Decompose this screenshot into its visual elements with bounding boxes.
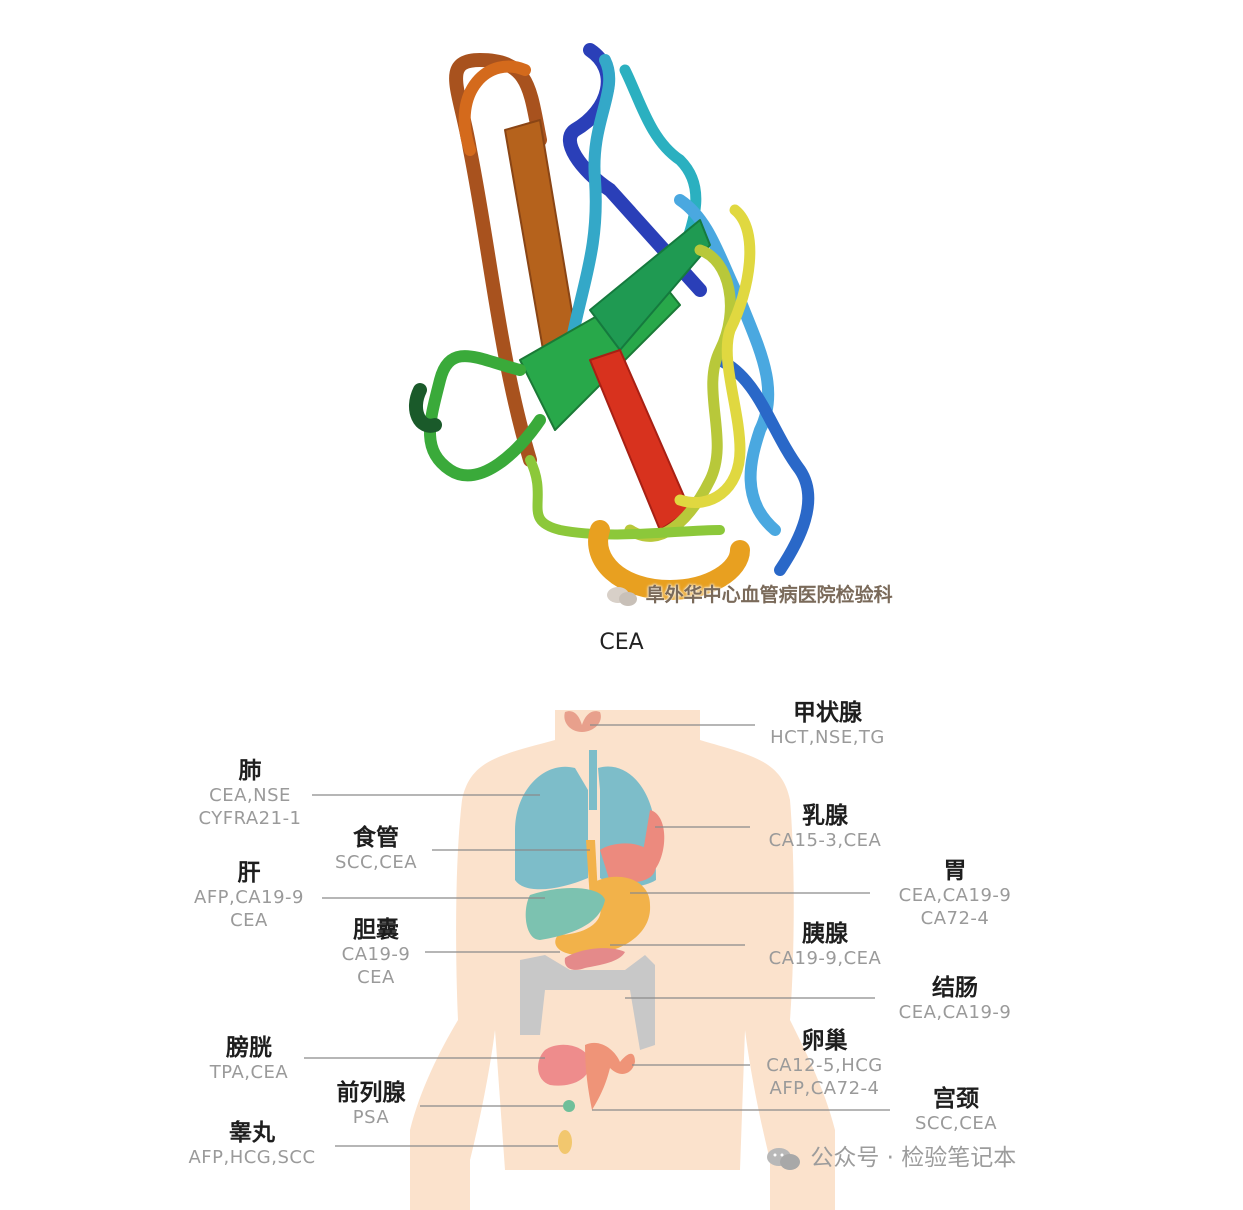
thyroid-organ xyxy=(564,711,601,732)
watermark-account-text: 公众号 · 检验笔记本 xyxy=(810,1145,1017,1171)
ribbon-green2-sheet xyxy=(589,219,711,351)
markers-thyroid: HCT,NSE,TG xyxy=(770,727,885,748)
organ-name-esophagus: 食管 xyxy=(353,825,399,851)
ovary-organ xyxy=(585,1042,635,1110)
markers-testis: AFP,HCG,SCC xyxy=(188,1147,316,1168)
ribbon-yellow xyxy=(674,204,756,509)
watermark-hospital-text: 阜外华中心血管病医院检验科 xyxy=(645,584,893,606)
organ-name-liver: 肝 xyxy=(237,860,261,886)
label-testis: 睾丸 AFP,HCG,SCC xyxy=(172,1120,332,1169)
label-thyroid: 甲状腺 HCT,NSE,TG xyxy=(760,700,895,749)
organ-name-stomach: 胃 xyxy=(943,858,967,884)
markers-ovary-1: CA12-5,HCG xyxy=(766,1055,883,1076)
markers-stomach-1: CEA,CA19-9 xyxy=(898,885,1012,906)
figure-caption: CEA xyxy=(599,630,644,655)
markers-prostate: PSA xyxy=(352,1107,390,1128)
label-stomach: 胃 CEA,CA19-9 CA72-4 xyxy=(885,858,1025,930)
markers-esophagus: SCC,CEA xyxy=(334,852,418,873)
label-pancreas: 胰腺 CA19-9,CEA xyxy=(755,921,895,970)
markers-breast: CA15-3,CEA xyxy=(768,830,882,851)
lung-left-organ xyxy=(515,766,588,890)
ribbon-yellowgreen xyxy=(624,244,736,542)
stomach-upper-organ xyxy=(600,843,656,883)
markers-pancreas: CA19-9,CEA xyxy=(768,948,882,969)
organ-name-colon: 结肠 xyxy=(932,975,978,1001)
pancreas-organ xyxy=(564,948,625,970)
label-breast: 乳腺 CA15-3,CEA xyxy=(755,803,895,852)
organ-name-thyroid: 甲状腺 xyxy=(793,700,862,726)
label-prostate: 前列腺 PSA xyxy=(325,1080,417,1129)
organ-name-bladder: 膀胱 xyxy=(226,1035,272,1061)
testis-organ xyxy=(558,1130,572,1154)
markers-cervix: SCC,CEA xyxy=(914,1113,998,1134)
markers-stomach-2: CA72-4 xyxy=(920,908,990,929)
label-gallbladder: 胆囊 CA19-9 CEA xyxy=(330,917,422,989)
ribbon-darkgreen xyxy=(409,383,442,433)
liver-organ xyxy=(525,888,605,940)
ribbon-lightblue xyxy=(674,194,781,536)
label-colon: 结肠 CEA,CA19-9 xyxy=(885,975,1025,1024)
organ-name-pancreas: 胰腺 xyxy=(802,921,848,947)
ribbon-blue xyxy=(714,354,815,576)
organ-name-gallbladder: 胆囊 xyxy=(353,917,399,943)
organ-name-cervix: 宫颈 xyxy=(933,1086,979,1112)
stomach-organ xyxy=(555,876,651,955)
organ-name-breast: 乳腺 xyxy=(802,803,848,829)
label-lung: 肺 CEA,NSE CYFRA21-1 xyxy=(190,758,310,830)
ribbon-gold xyxy=(588,520,750,600)
colon-organ xyxy=(520,955,655,1050)
label-ovary: 卵巢 CA12-5,HCG AFP,CA72-4 xyxy=(752,1028,897,1100)
ribbon-green-loop xyxy=(424,350,546,482)
prostate-organ xyxy=(563,1100,575,1112)
ribbon-cyan xyxy=(564,54,616,356)
label-cervix: 宫颈 SCC,CEA xyxy=(900,1086,1012,1135)
ribbon-lime xyxy=(525,455,725,540)
cea-protein-ribbon-illustration xyxy=(409,43,815,600)
markers-gallbladder-2: CEA xyxy=(357,967,395,988)
label-bladder: 膀胱 TPA,CEA xyxy=(200,1035,298,1084)
label-liver: 肝 AFP,CA19-9 CEA xyxy=(180,860,318,932)
ribbon-red-sheet xyxy=(589,349,691,531)
markers-colon: CEA,CA19-9 xyxy=(898,1002,1012,1023)
watermark-account: 公众号 · 检验笔记本 xyxy=(765,1138,1016,1172)
markers-lung-1: CEA,NSE xyxy=(209,785,291,806)
organ-name-lung: 肺 xyxy=(238,758,262,784)
organ-name-testis: 睾丸 xyxy=(229,1120,275,1146)
ribbon-orange xyxy=(458,60,531,156)
wechat-icon xyxy=(607,586,637,606)
bladder-organ xyxy=(538,1044,591,1086)
watermark-hospital: 阜外华中心血管病医院检验科 xyxy=(605,580,893,607)
label-esophagus: 食管 SCC,CEA xyxy=(325,825,427,874)
wechat-icon xyxy=(767,1147,800,1170)
markers-liver-2: CEA xyxy=(230,910,268,931)
organ-name-ovary: 卵巢 xyxy=(801,1028,848,1054)
markers-gallbladder-1: CA19-9 xyxy=(341,944,411,965)
markers-ovary-2: AFP,CA72-4 xyxy=(769,1078,880,1099)
markers-lung-2: CYFRA21-1 xyxy=(198,808,302,829)
markers-liver-1: AFP,CA19-9 xyxy=(194,887,304,908)
body-organ-diagram xyxy=(304,710,890,1210)
markers-bladder: TPA,CEA xyxy=(209,1062,289,1083)
organ-name-prostate: 前列腺 xyxy=(336,1080,406,1106)
trachea-organ xyxy=(589,750,597,810)
